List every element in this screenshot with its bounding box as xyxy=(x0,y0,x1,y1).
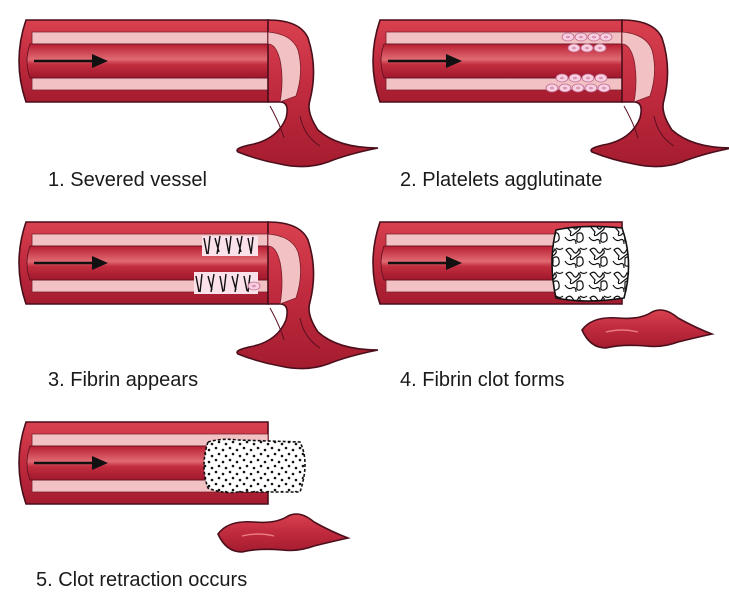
retracted-clot xyxy=(203,438,306,494)
step-1-label: 1. Severed vessel xyxy=(48,169,207,191)
detached-vessel-end xyxy=(581,309,713,349)
panel-5-clot-retraction xyxy=(18,421,349,553)
fibrin-clot-mesh xyxy=(551,225,630,302)
detached-vessel-end xyxy=(217,513,349,553)
fibrin-strands-top xyxy=(202,235,258,256)
panel-2-platelets xyxy=(372,19,729,168)
step-2-label: 2. Platelets agglutinate xyxy=(400,169,602,191)
step-4-label: 4. Fibrin clot forms xyxy=(400,369,564,391)
step-5-label: 5. Clot retraction occurs xyxy=(36,569,247,591)
fibrin-strands-bottom xyxy=(194,272,261,294)
panel-4-fibrin-clot xyxy=(372,221,713,349)
panel-1-severed-vessel xyxy=(18,19,379,168)
step-3-label: 3. Fibrin appears xyxy=(48,369,198,391)
panel-3-fibrin-appears xyxy=(18,221,379,370)
